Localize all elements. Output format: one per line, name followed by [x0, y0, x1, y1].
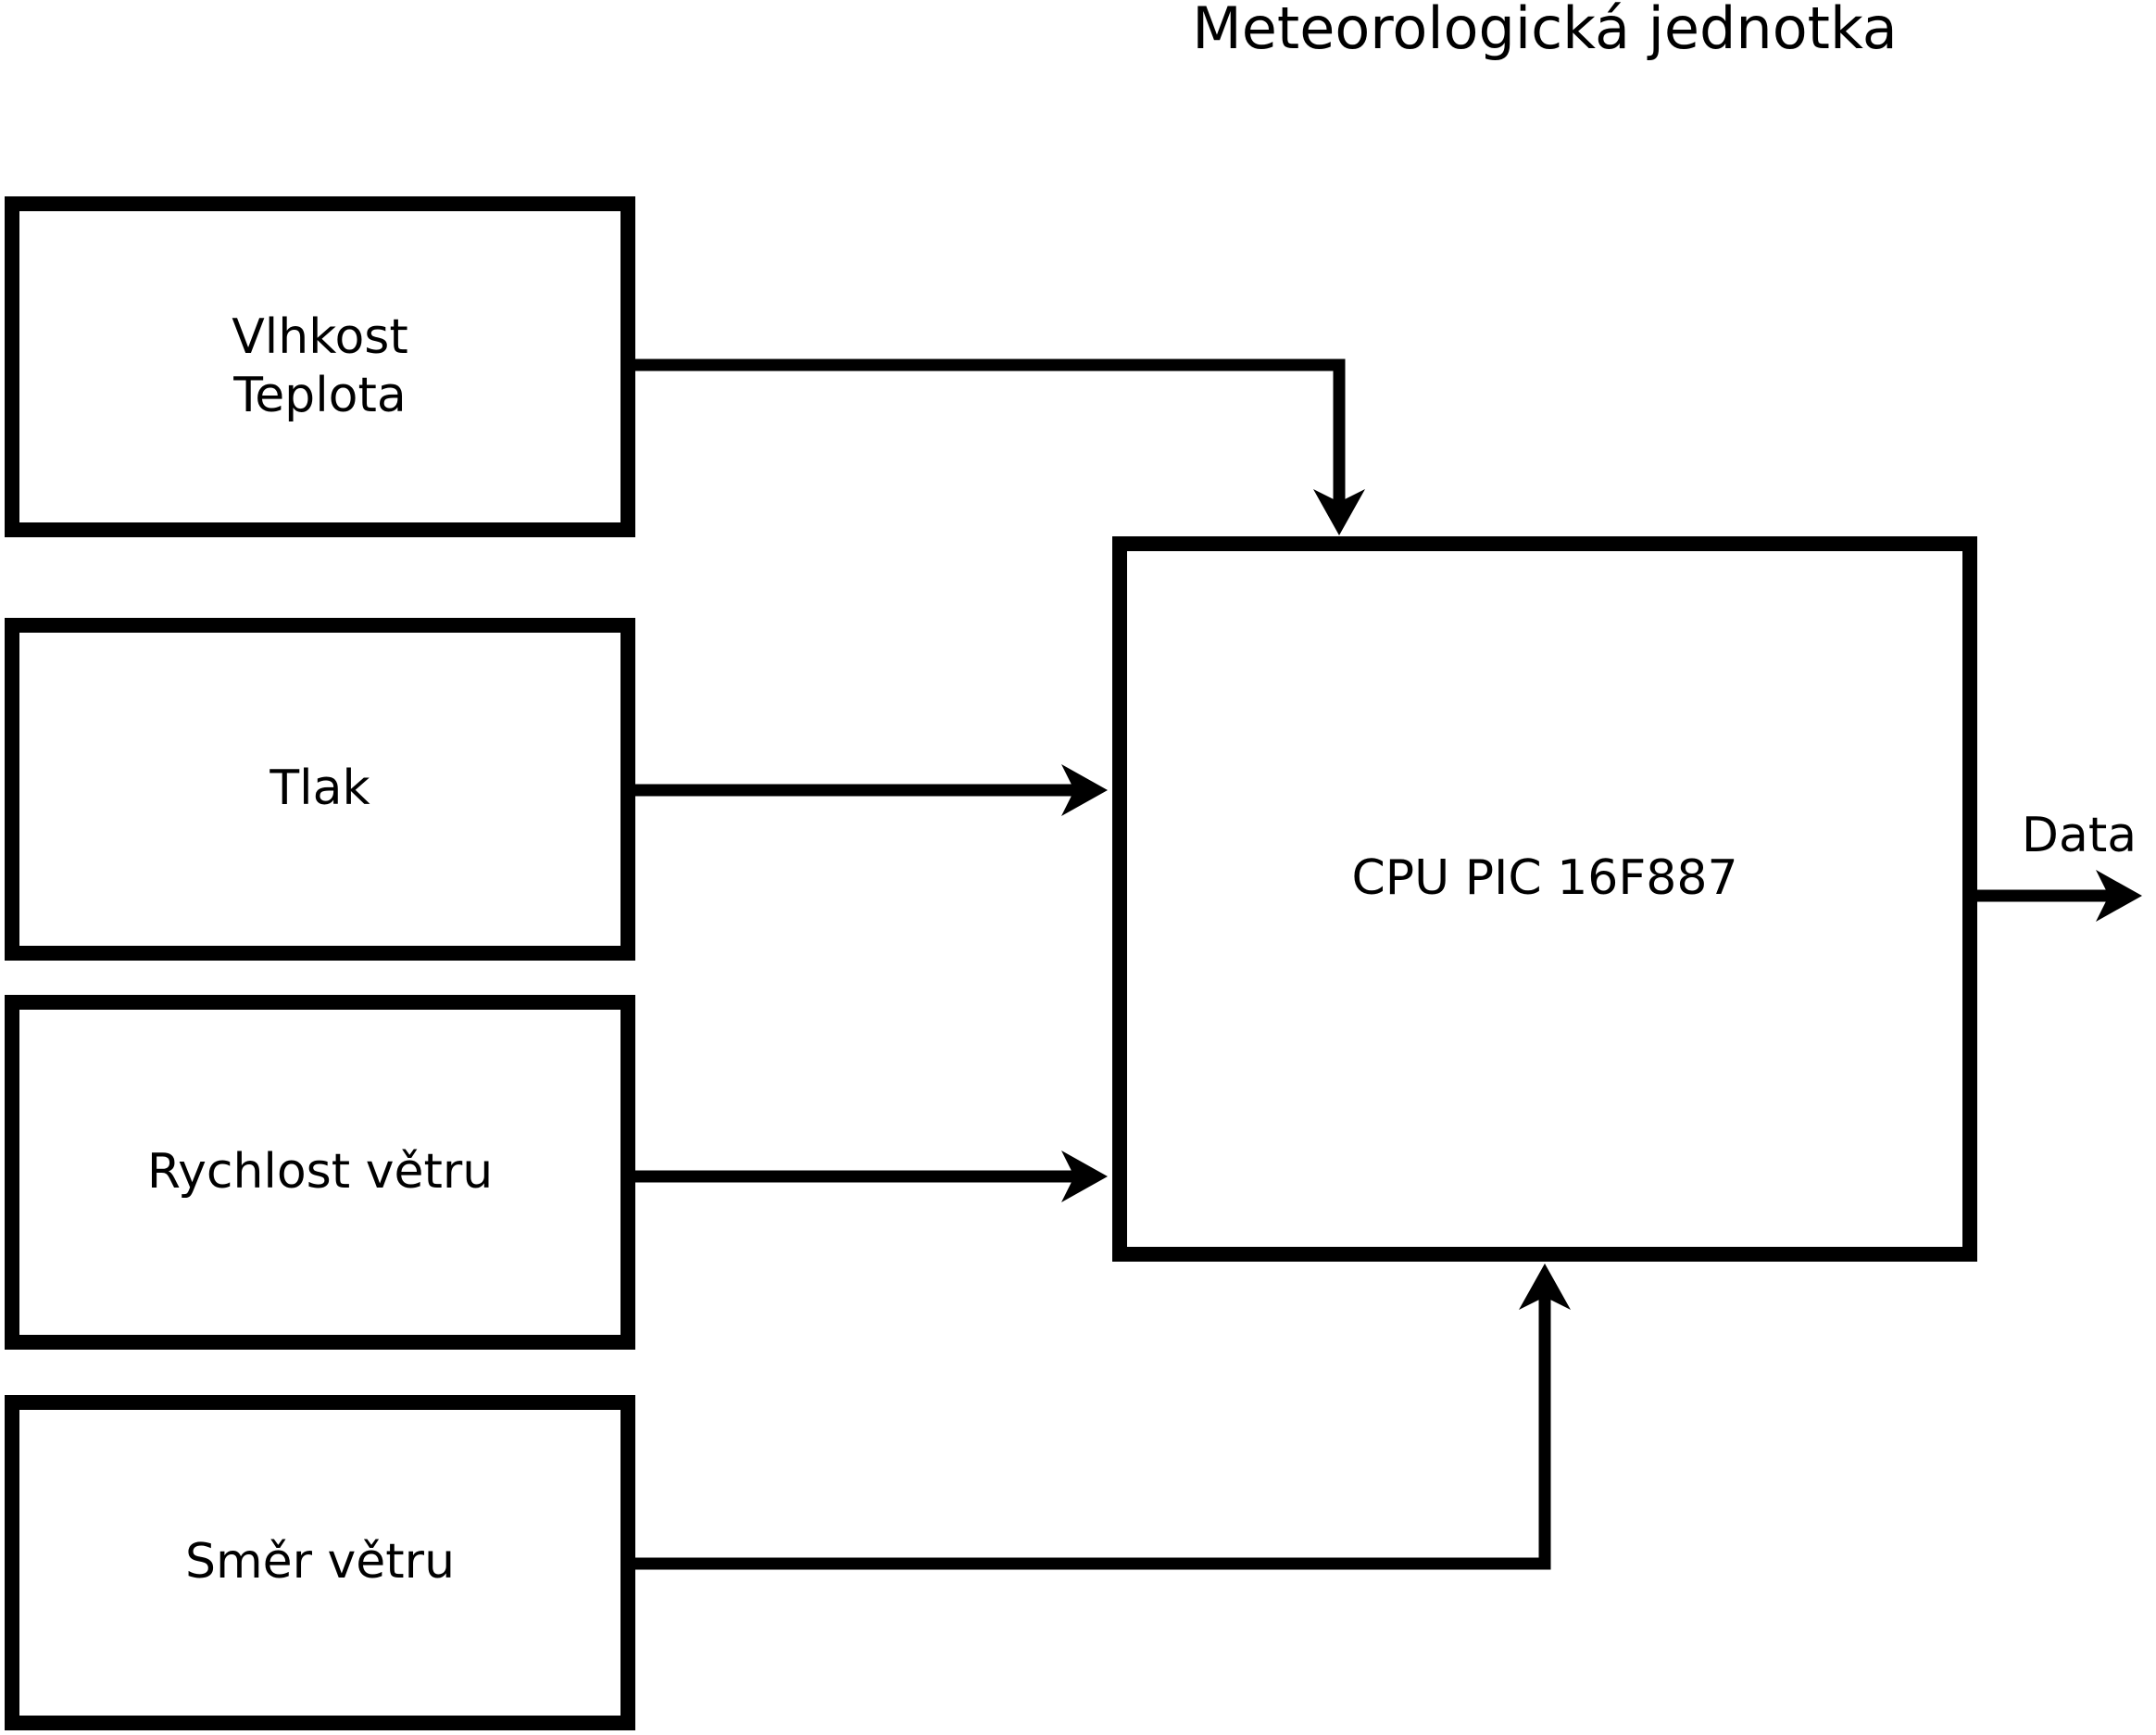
node-wind-direction-label: Směr větru	[184, 1534, 456, 1590]
arrow-cpu-to-data-head	[2096, 870, 2142, 922]
arrow-winddir-to-cpu-head	[1519, 1264, 1571, 1310]
arrow-humidity-to-cpu-line	[635, 358, 1346, 502]
temperature-line: Teplota	[233, 368, 407, 423]
diagram-title: Meteorologická jednotka	[1192, 0, 1898, 62]
node-cpu: CPU PIC 16F887	[1112, 536, 1977, 1262]
node-wind-speed-label: Rychlost větru	[146, 1143, 494, 1200]
node-pressure-label: Tlak	[270, 761, 370, 817]
node-wind-speed: Rychlost větru	[5, 995, 635, 1350]
node-cpu-label: CPU PIC 16F887	[1351, 849, 1738, 906]
arrow-humidity-to-cpu-head	[1313, 489, 1365, 535]
data-output-label: Data	[2021, 808, 2137, 863]
humidity-line: Vlhkost	[232, 308, 408, 365]
node-wind-direction: Směr větru	[5, 1395, 635, 1730]
node-humidity-temperature-label: Vlhkost Teplota	[232, 308, 408, 426]
arrow-pressure-to-cpu-head	[1061, 764, 1108, 816]
node-humidity-temperature: Vlhkost Teplota	[5, 196, 635, 537]
arrow-windspeed-to-cpu-head	[1061, 1150, 1108, 1202]
arrow-winddir-to-cpu-line	[635, 1297, 1551, 1570]
node-pressure: Tlak	[5, 618, 635, 961]
